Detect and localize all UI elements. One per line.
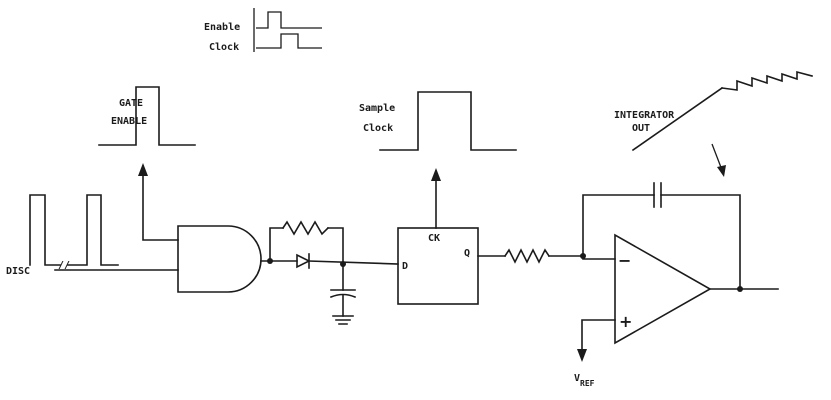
enable-label: Enable [204,22,240,33]
disc-label: DISC [6,266,30,277]
vref-arrowhead [577,349,587,362]
integrator-input-resistor [503,248,551,264]
hold-capacitor-to-ground [329,263,357,325]
feedback-wire-right [660,194,741,291]
parallel-resistor [281,220,330,236]
integrator-out-label-line2: OUT [632,123,650,134]
vref-main-text: V [574,373,580,384]
diode-triangle [296,253,311,269]
sample-clock-arrowhead [431,168,441,181]
integrator-out-label-line1: INTEGRATOR [614,110,675,121]
disc-pulse-2 [67,194,119,266]
gate-enable-pulse [98,86,196,146]
sample-clock-pulse [379,91,517,151]
op-amp-inverting-input-sign: − [618,251,631,270]
timing-inset: Enable Clock [204,8,322,53]
disc-break-mark: // [58,260,70,271]
sample-clock-label-line1: Sample [359,103,395,114]
sample-clock-label-line2: Clock [363,123,393,134]
integrator-ramp-line [631,86,724,152]
gate-enable-wire [142,173,179,241]
op-amp-noninverting-input-sign: + [619,312,632,331]
parallel-branch-right [327,227,344,265]
gate-enable-label-line1: GATE [119,98,143,109]
feedback-wire-left [582,194,655,257]
d-flip-flop: CK D Q [397,168,479,305]
flip-flop-ck-label: CK [428,233,440,244]
integrator-out-waveform-group: INTEGRATOR OUT [614,70,813,177]
vref-label: VREF [574,373,595,388]
sample-clock-waveform-group: Sample Clock [359,91,517,151]
vref-subscript: REF [580,379,595,388]
diode-resistor-network [260,220,399,269]
gate-enable-label-line2: ENABLE [111,116,147,127]
op-amp: − + [614,233,779,345]
d-flip-flop-box [397,227,479,305]
clock-waveform [256,33,322,49]
and-gate [177,225,262,293]
integrator-pointer-arrowhead [717,165,726,177]
vref-input: VREF [574,319,616,388]
diode-to-node-wire [308,260,399,265]
gate-enable-arrowhead [138,163,148,176]
vref-wire [581,319,616,351]
parallel-branch-left [269,227,284,262]
output-node [737,286,743,292]
integrator-sawtooth [721,70,813,91]
disc-input-group: // DISC [6,194,179,277]
disc-pulse-1 [29,194,61,266]
integrator-pointer-arrow-shaft [711,143,723,171]
enable-waveform [256,11,322,29]
feedback-capacitor [582,182,741,291]
flip-flop-d-label: D [402,261,408,272]
clock-label: Clock [209,42,239,53]
ground-symbol [332,315,354,325]
gate-enable-waveform-group: GATE ENABLE [98,86,196,146]
op-amp-triangle [614,233,712,345]
flip-flop-q-label: Q [464,248,470,259]
